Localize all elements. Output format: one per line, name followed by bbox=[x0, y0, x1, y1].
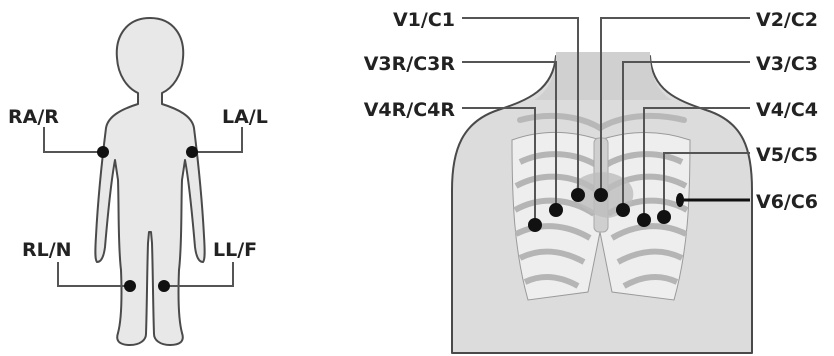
v3-electrode bbox=[616, 203, 630, 217]
v3r-label: V3R/C3R bbox=[364, 53, 456, 75]
ll-electrode bbox=[158, 280, 170, 292]
v6-electrode bbox=[676, 193, 684, 207]
la-lead-line bbox=[192, 127, 242, 152]
ra-lead-line bbox=[44, 127, 103, 152]
v4-electrode bbox=[637, 213, 651, 227]
ll-label: LL/F bbox=[213, 239, 257, 261]
v2-label: V2/C2 bbox=[756, 9, 818, 31]
la-electrode bbox=[186, 146, 198, 158]
body-silhouette bbox=[95, 18, 204, 345]
rl-label: RL/N bbox=[22, 239, 72, 261]
v2-electrode bbox=[594, 188, 608, 202]
torso-figure: V1/C1 V3R/C3R V4R/C4R V2/C2 V3/C3 V4/C4 … bbox=[364, 9, 818, 353]
v1-label: V1/C1 bbox=[393, 9, 455, 31]
v4r-electrode bbox=[528, 218, 542, 232]
ra-label: RA/R bbox=[8, 106, 59, 128]
v4r-label: V4R/C4R bbox=[364, 99, 456, 121]
v5-electrode bbox=[657, 210, 671, 224]
v6-label: V6/C6 bbox=[756, 191, 818, 213]
ra-electrode bbox=[97, 146, 109, 158]
full-body-figure: RA/R LA/L RL/N LL/F bbox=[8, 18, 268, 345]
v3r-electrode bbox=[549, 203, 563, 217]
v5-label: V5/C5 bbox=[756, 144, 818, 166]
rl-electrode bbox=[124, 280, 136, 292]
v1-electrode bbox=[571, 188, 585, 202]
v3-label: V3/C3 bbox=[756, 53, 818, 75]
v4-label: V4/C4 bbox=[756, 99, 818, 121]
la-label: LA/L bbox=[222, 106, 268, 128]
rl-lead-line bbox=[58, 262, 130, 286]
